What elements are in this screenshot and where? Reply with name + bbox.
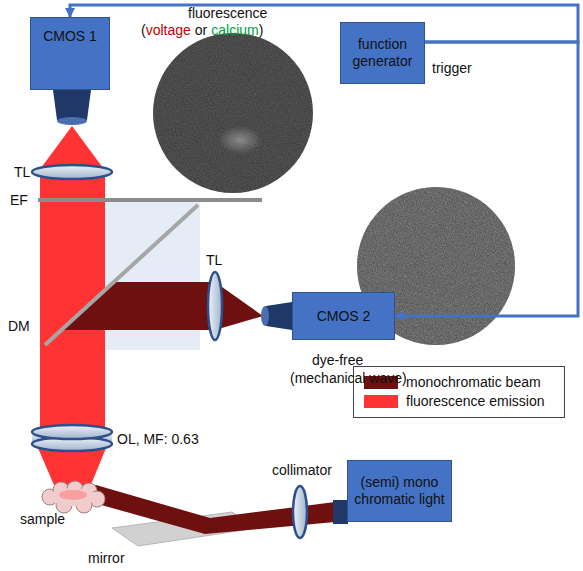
annotation-label: mirror [88, 550, 125, 566]
monochromatic-beam [61, 282, 215, 330]
annotation-label: TL [14, 164, 30, 180]
annotation-label: trigger [432, 60, 472, 76]
tube-lens [208, 272, 222, 340]
camera-lens [57, 117, 87, 125]
node-text: (semi) mono chromatic light [352, 474, 447, 508]
node-text: CMOS 2 [317, 308, 371, 325]
sample-glow [59, 490, 87, 500]
annotation-label: calcium [211, 22, 258, 38]
legend-text: fluorescence emission [406, 394, 545, 409]
annotation-label: fluorescence [188, 5, 267, 21]
annotation-label: TL [206, 252, 222, 268]
camera-box: CMOS 2 [292, 292, 395, 340]
legend-row: fluorescence emission [364, 394, 554, 409]
label-row: (voltageorcalcium) [141, 22, 263, 38]
image-spot [218, 126, 262, 154]
trigger-wire [70, 5, 578, 42]
camera-lens [261, 306, 269, 326]
annotation-label: sample [20, 511, 65, 527]
objective-lens [32, 425, 112, 439]
sample-body [49, 488, 97, 506]
annotation-label: (mechanical wave) [290, 370, 407, 386]
tube-lens [32, 165, 112, 179]
legend-text: monochromatic beam [406, 375, 541, 390]
dichroic-mirror [45, 205, 198, 345]
annotation-label: ) [259, 22, 264, 38]
annotation-label: dye-free [312, 352, 363, 368]
collimator-lens [293, 486, 307, 538]
fluorescence-image [150, 30, 316, 196]
annotation-label: collimator [272, 462, 332, 478]
camera-box: (semi) mono chromatic light [347, 460, 452, 522]
annotation-label: EF [10, 192, 28, 208]
annotation-label: OL, MF: 0.63 [117, 431, 199, 447]
node-text: CMOS 1 [43, 28, 97, 45]
camera-box: function generator [340, 22, 425, 84]
annotation-label: DM [8, 318, 30, 334]
camera-box: CMOS 1 [30, 17, 110, 90]
legend-swatch [364, 395, 398, 408]
annotation-label: voltage [146, 22, 191, 38]
annotation-label: ( [141, 22, 146, 38]
image-noise [150, 30, 316, 196]
source-lens [333, 500, 348, 524]
annotation-label: or [195, 22, 207, 38]
node-text: function generator [345, 36, 420, 70]
sample-dish [42, 481, 105, 513]
emission-filter [38, 198, 262, 202]
